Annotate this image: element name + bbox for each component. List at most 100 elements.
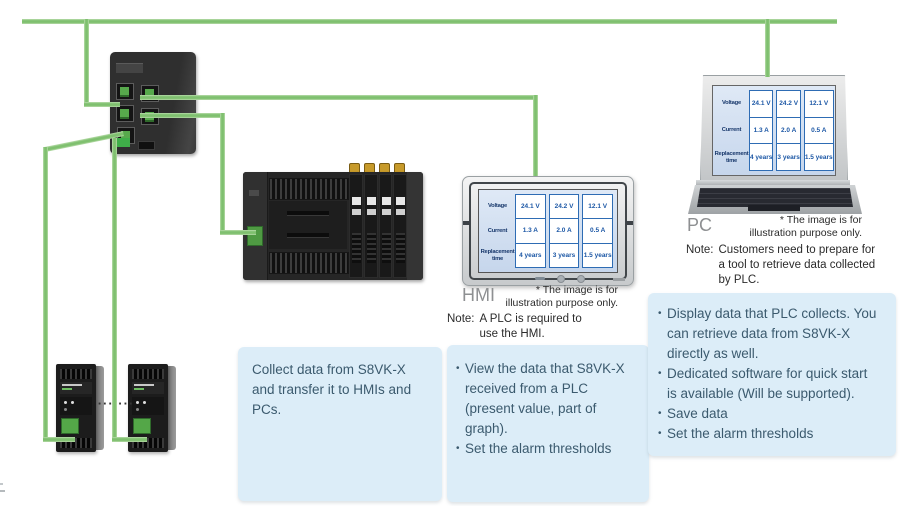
note-text: Customers need to prepare for a tool to …	[718, 244, 876, 286]
cable-switch-to-plc	[220, 113, 225, 235]
bullet-text: Display data that PLC collects. You can …	[667, 306, 877, 361]
plc-terminal-strip	[269, 252, 349, 274]
cable-backbone-to-pc	[765, 19, 770, 77]
psu-network-port-icon	[133, 418, 151, 434]
plc-slot	[287, 211, 329, 216]
psu-front-panel	[128, 364, 168, 452]
psu-terminal-block	[132, 369, 164, 379]
pc-note: Note: Customers need to prepare for a to…	[686, 243, 877, 288]
psu-terminal-block	[132, 438, 164, 448]
io-module	[363, 174, 378, 278]
cable-switch-to-hmi	[533, 95, 538, 176]
psu-side-panel	[167, 366, 176, 450]
callout-collect-data: Collect data from S8VK-X and transfer it…	[238, 347, 442, 501]
table-cell: 1.3 A	[516, 219, 545, 244]
pc-label: PC	[687, 215, 713, 235]
bullet-text: Dedicated software for quick start is av…	[667, 366, 868, 401]
cable-switch-to-psu1	[43, 437, 75, 442]
switch-din-foot	[138, 141, 155, 150]
note-text: A PLC is required to use the HMI.	[479, 313, 582, 340]
psu-network-port-icon	[61, 418, 79, 434]
ellipsis-more-units: ··· ···	[97, 396, 135, 411]
table-row-label: Current	[721, 127, 742, 134]
plc-io-modules	[349, 174, 407, 278]
psu-terminal-block	[60, 369, 92, 379]
table-cell: 24.2 V	[549, 195, 579, 220]
bullet-item: • Display data that PLC collects. You can…	[658, 304, 896, 364]
cable-backbone-to-switch	[84, 19, 89, 107]
table-cell: 24.1 V	[516, 195, 545, 220]
table-cell: 0.5 A	[583, 219, 613, 244]
bullet-icon: •	[456, 443, 460, 454]
cable-switch-to-hmi	[140, 95, 538, 100]
hmi-mount-clip	[463, 221, 470, 225]
switch-green-terminal	[115, 138, 130, 147]
laptop-base	[688, 185, 862, 214]
table-cell: 24.2 V	[777, 91, 800, 118]
plc-end-cap	[407, 172, 423, 280]
bullet-icon: •	[658, 308, 662, 319]
hmi-button-icon	[557, 274, 565, 283]
psu-terminal-block	[60, 438, 92, 448]
note-prefix: Note:	[447, 313, 475, 325]
plc-slot	[287, 233, 329, 238]
cable-backbone	[22, 19, 837, 24]
disclaimer-line: * The image is for	[535, 284, 618, 296]
bullet-text: Set the alarm thresholds	[465, 441, 612, 456]
plc-status-led	[249, 190, 259, 196]
bullet-icon: •	[658, 368, 662, 379]
table-cell: 12.1 V	[583, 195, 613, 220]
hmi-bezel-frame	[469, 182, 627, 280]
table-cell: 2.0 A	[777, 118, 800, 145]
table-cell: 3 years	[552, 251, 576, 259]
hmi-button-icon	[535, 277, 545, 280]
plc-ethernet-port-icon	[247, 226, 263, 246]
bullet-item: • Dedicated software for quick start is a…	[658, 364, 896, 404]
bullet-item: •Set the alarm thresholds	[658, 424, 896, 444]
psu-side-panel	[95, 366, 104, 450]
disclaimer-line: * The image is for	[779, 214, 862, 226]
cable-switch-to-plc	[140, 113, 225, 118]
table-cell: 4 years	[519, 251, 542, 259]
bullet-item: •Save data	[658, 404, 896, 424]
psu-label-plate	[132, 382, 164, 394]
pc-disclaimer: * The image is for illustration purpose …	[727, 214, 862, 240]
callout-hmi-features: • View the data that S8VK-X received from…	[447, 345, 649, 502]
ethernet-switch	[110, 52, 196, 154]
bullet-item: • Set the alarm thresholds	[456, 439, 649, 459]
plc-body	[243, 172, 423, 280]
table-cell: 3 years	[777, 153, 800, 161]
cable-switch-to-psu1	[43, 147, 48, 442]
table-cell: 1.5 years	[804, 153, 833, 161]
disclaimer-line: illustration purpose only.	[505, 297, 618, 309]
io-module	[393, 174, 407, 278]
table-cell: 4 years	[750, 153, 773, 161]
hmi-mount-clip	[626, 221, 633, 225]
ethernet-port-icon	[116, 83, 134, 100]
table-cell: 24.1 V	[750, 91, 773, 118]
plc-terminal-strip	[269, 178, 349, 200]
io-module	[349, 174, 363, 278]
bullet-text: View the data that S8VK-X received from …	[465, 361, 625, 436]
plc-controller	[243, 163, 423, 280]
table-cell: 12.1 V	[804, 91, 833, 118]
hmi-brand-logo	[613, 278, 625, 281]
table-cell: 2.0 A	[549, 219, 579, 244]
edge-artifact	[0, 483, 5, 497]
laptop-hinge	[696, 180, 850, 186]
hmi-button-icon	[577, 274, 585, 283]
table-row-label: Voltage	[721, 100, 742, 107]
note-prefix: Note:	[686, 244, 714, 256]
switch-label-plate	[116, 63, 143, 73]
